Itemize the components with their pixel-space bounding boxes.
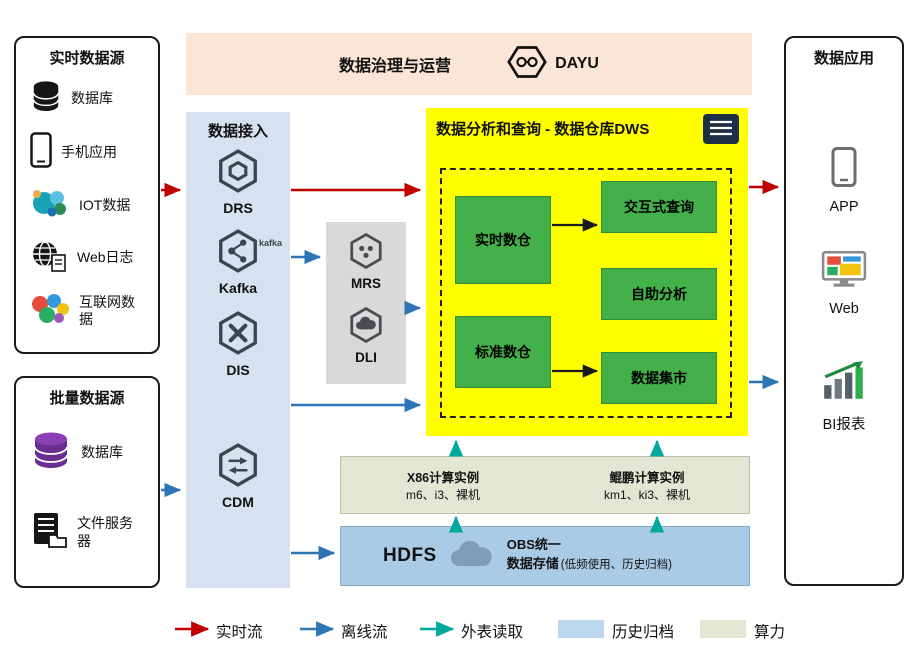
service-dis: DIS [186, 310, 290, 378]
data-ingestion-panel: 数据接入 DRS kafka [186, 112, 290, 588]
source-label: IOT数据 [79, 197, 131, 214]
legend-realtime-flow-label: 实时流 [216, 624, 263, 641]
source-label: 互联网数据 [79, 293, 135, 328]
x86-compute-title: X86计算实例 [406, 471, 480, 485]
mrs-hexagon-icon [347, 232, 385, 275]
data-ingestion-title: 数据接入 [207, 123, 268, 140]
smartphone-icon [831, 146, 857, 193]
dws-panel: 数据分析和查询 - 数据仓库DWS 实时数仓 标准数仓 交互式查询 自助分析 数… [426, 108, 748, 436]
service-label: CDM [222, 494, 254, 510]
service-label: DRS [223, 200, 253, 216]
obs-line1: OBS统一 [506, 537, 561, 553]
data-applications-panel: 数据应用 APP [784, 36, 904, 586]
x86-compute: X86计算实例 m6、i3、裸机 [341, 457, 545, 513]
database-icon [30, 79, 62, 118]
kunpeng-compute-spec: km1、ki3、裸机 [603, 488, 690, 502]
phone-icon [30, 132, 52, 173]
iot-icon [30, 187, 70, 224]
service-mrs: MRS [326, 232, 406, 291]
obs-cloud-icon [449, 539, 495, 574]
list-item: 手机应用 [30, 132, 152, 173]
legend-compute-label: 算力 [754, 624, 786, 641]
cdm-hexagon-icon [215, 442, 261, 493]
kunpeng-compute: 鲲鹏计算实例 km1、ki3、裸机 [545, 457, 749, 513]
service-label: DIS [226, 362, 250, 378]
source-label: 数据库 [81, 443, 123, 460]
node-realtime-warehouse: 实时数仓 [455, 196, 551, 284]
data-applications-title: 数据应用 [813, 50, 874, 67]
dws-inner-border [440, 168, 732, 418]
batch-sources-list: 数据库 文件服务器 [16, 408, 158, 582]
service-drs: DRS [186, 148, 290, 216]
database-stack-icon [30, 430, 72, 475]
dayu-group: DAYU [507, 44, 599, 85]
list-item: 数据库 [30, 79, 152, 118]
dws-document-icon [702, 113, 740, 150]
service-label: MRS [351, 276, 381, 291]
storage-panel: HDFS OBS统一 数据存储(低频使用、历史归档) [340, 526, 750, 586]
app-label: BI报表 [822, 417, 866, 433]
realtime-sources-list: 数据库 手机应用 [16, 68, 158, 348]
batch-sources-panel: 批量数据源 数据库 [14, 376, 160, 588]
internet-data-icon [30, 292, 70, 331]
realtime-sources-title: 实时数据源 [49, 50, 125, 67]
list-item: 文件服务器 [30, 511, 152, 554]
obs-line2: 数据存储 [506, 556, 559, 572]
kunpeng-compute-title: 鲲鹏计算实例 [609, 471, 685, 485]
source-label: Web日志 [77, 249, 134, 266]
dli-hexagon-icon [347, 306, 385, 349]
file-server-icon [30, 511, 68, 554]
service-label: DLI [355, 350, 377, 365]
app-item-app: APP [786, 146, 902, 215]
kafka-hexagon-icon: kafka [215, 228, 282, 279]
compute-instances-panel: X86计算实例 m6、i3、裸机 鲲鹏计算实例 km1、ki3、裸机 [340, 456, 750, 514]
list-item: Web日志 [30, 239, 152, 278]
service-label: Kafka [218, 280, 258, 296]
node-interactive-query: 交互式查询 [601, 181, 717, 233]
drs-hexagon-icon [215, 148, 261, 199]
dayu-label: DAYU [555, 55, 599, 72]
app-label: APP [829, 199, 859, 215]
list-item: IOT数据 [30, 187, 152, 224]
service-cdm: CDM [186, 442, 290, 510]
kafka-logo-text: kafka [259, 238, 283, 248]
hdfs-label: HDFS [383, 545, 437, 566]
bi-chart-icon [820, 360, 868, 407]
source-label: 数据库 [71, 89, 113, 106]
node-self-service-analysis: 自助分析 [601, 268, 717, 320]
list-item: 数据库 [30, 430, 152, 475]
legend-archive-label: 历史归档 [612, 624, 675, 641]
legend-external-read-label: 外表读取 [461, 624, 524, 641]
weblog-globe-icon [30, 239, 68, 278]
service-dli: DLI [326, 306, 406, 365]
obs-text-block: OBS统一 数据存储(低频使用、历史归档) [507, 537, 672, 575]
app-item-web: Web [786, 250, 902, 317]
list-item: 互联网数据 [30, 292, 152, 331]
dayu-logo-icon [507, 44, 547, 85]
realtime-sources-panel: 实时数据源 数据库 [14, 36, 160, 354]
web-monitor-icon [821, 250, 867, 295]
dis-hexagon-icon [215, 310, 261, 361]
governance-title: 数据治理与运营 [339, 58, 452, 75]
obs-note: (低频使用、历史归档) [560, 559, 672, 572]
middleware-panel: MRS DLI [326, 222, 406, 384]
dws-title: 数据分析和查询 - 数据仓库DWS [436, 121, 650, 138]
legend-archive-swatch [558, 620, 604, 638]
legend-compute-swatch [700, 620, 746, 638]
governance-banner: 数据治理与运营 DAYU [186, 33, 752, 95]
legend-offline-flow-label: 离线流 [341, 624, 388, 641]
node-data-mart: 数据集市 [601, 352, 717, 404]
source-label: 文件服务器 [77, 515, 133, 549]
source-label: 手机应用 [61, 144, 117, 161]
batch-sources-title: 批量数据源 [49, 390, 125, 407]
service-kafka: kafka Kafka [186, 228, 290, 296]
app-item-bi: BI报表 [786, 360, 902, 434]
app-label: Web [829, 301, 859, 317]
node-standard-warehouse: 标准数仓 [455, 316, 551, 388]
x86-compute-spec: m6、i3、裸机 [405, 488, 480, 502]
